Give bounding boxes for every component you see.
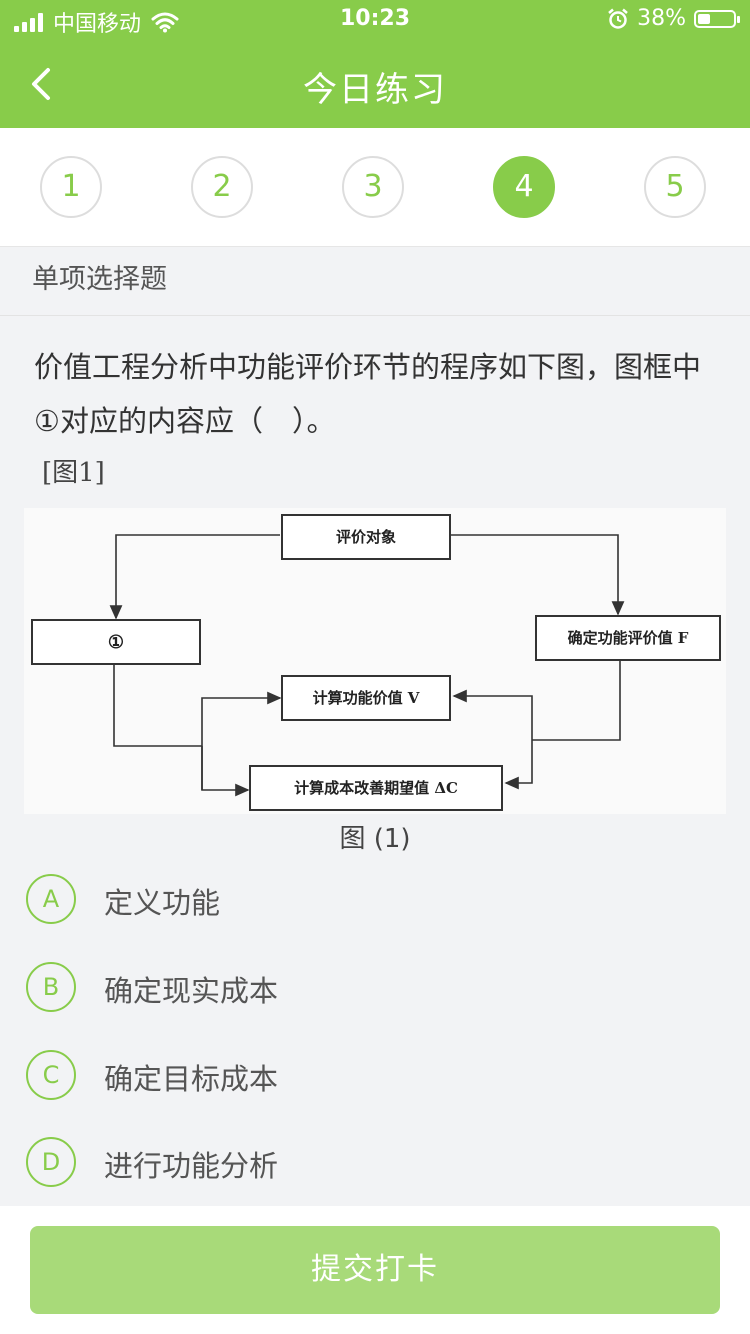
- footer-bar: 提交打卡: [0, 1206, 750, 1334]
- question-type-label: 单项选择题: [32, 264, 167, 295]
- battery-icon: [694, 9, 740, 28]
- status-left: 中国移动: [14, 6, 179, 38]
- question-number-1[interactable]: 1: [40, 156, 102, 218]
- option-c[interactable]: C 确定目标成本: [26, 1050, 726, 1100]
- figure-reference: [图1]: [42, 458, 105, 488]
- box-evaluation-object: [281, 514, 451, 560]
- box-unknown-1-label: ①: [108, 632, 124, 653]
- status-right: 38%: [607, 6, 740, 31]
- flow-diagram-svg: 评价对象 ① 确定功能评价值 F 计算功能价值 V 计算成本改善期望值 ΔC: [31, 514, 721, 811]
- wifi-icon: [151, 12, 179, 33]
- question-type-bar: 单项选择题: [0, 247, 750, 316]
- status-time: 10:23: [339, 6, 411, 31]
- option-a-text: 定义功能: [104, 886, 221, 920]
- option-c-letter: C: [26, 1050, 76, 1100]
- option-b[interactable]: B 确定现实成本: [26, 962, 726, 1012]
- chevron-left-icon: [32, 68, 50, 100]
- question-number-4[interactable]: 4: [493, 156, 555, 218]
- question-number-nav: 1 2 3 4 5: [0, 128, 750, 247]
- box-evaluation-object-label: 评价对象: [336, 528, 396, 546]
- question-stem-line-1: 价值工程分析中功能评价环节的程序如下图，图框中: [34, 350, 702, 384]
- box-unknown-1: [31, 619, 201, 665]
- box-function-value-label: 计算功能价值 V: [313, 689, 420, 707]
- option-d-text: 进行功能分析: [104, 1149, 279, 1183]
- question-number-3[interactable]: 3: [342, 156, 404, 218]
- question-stem: 价值工程分析中功能评价环节的程序如下图，图框中 ①对应的内容应（ ）。: [34, 340, 734, 448]
- page-title: 今日练习: [303, 70, 447, 110]
- figure-caption: 图 (1): [339, 824, 411, 854]
- carrier-label: 中国移动: [53, 12, 142, 37]
- box-function-value: [281, 675, 451, 721]
- battery-level: [698, 13, 711, 24]
- option-d-letter: D: [26, 1137, 76, 1187]
- question-stem-line-2: ①对应的内容应（ ）。: [34, 404, 336, 438]
- diagram-connectors: [109, 534, 625, 797]
- status-bar: 中国移动 10:23 38%: [0, 0, 750, 40]
- signal-icon: [14, 12, 43, 32]
- option-b-letter: B: [26, 962, 76, 1012]
- diagram-boxes: [31, 514, 721, 811]
- back-button[interactable]: [24, 62, 64, 106]
- battery-percent: 38%: [637, 6, 686, 31]
- question-number-5[interactable]: 5: [644, 156, 706, 218]
- submit-checkin-button[interactable]: 提交打卡: [30, 1226, 720, 1314]
- option-a[interactable]: A 定义功能: [26, 874, 726, 924]
- option-c-text: 确定目标成本: [104, 1062, 279, 1096]
- question-number-2[interactable]: 2: [191, 156, 253, 218]
- header-bar: 中国移动 10:23 38%: [0, 0, 750, 128]
- nav-bar: 今日练习: [0, 40, 750, 128]
- box-function-evaluation-value: [535, 615, 721, 661]
- box-cost-improvement-label: 计算成本改善期望值 ΔC: [294, 779, 458, 797]
- option-a-letter: A: [26, 874, 76, 924]
- box-function-evaluation-value-label: 确定功能评价值 F: [568, 629, 689, 647]
- flow-diagram: 评价对象 ① 确定功能评价值 F 计算功能价值 V 计算成本改善期望值 ΔC: [24, 508, 726, 814]
- alarm-icon: [608, 8, 628, 29]
- box-cost-improvement: [249, 765, 503, 811]
- option-d[interactable]: D 进行功能分析: [26, 1137, 726, 1187]
- option-b-text: 确定现实成本: [104, 974, 279, 1008]
